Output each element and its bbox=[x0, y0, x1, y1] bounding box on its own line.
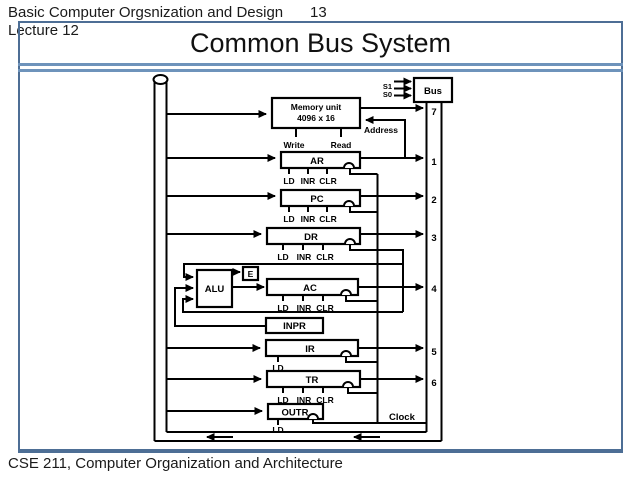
memory-size-label: 4096 x 16 bbox=[297, 113, 335, 123]
memory-address-label: Address bbox=[364, 125, 398, 135]
register-dr-label: DR bbox=[304, 232, 318, 243]
control-label: CLR bbox=[316, 303, 333, 313]
alu-label: ALU bbox=[205, 284, 225, 295]
common-bus-line bbox=[425, 102, 443, 441]
memory-name-label: Memory unit bbox=[291, 102, 342, 112]
left-bus-cap bbox=[152, 74, 169, 85]
control-label: CLR bbox=[319, 214, 336, 224]
slide-title: Common Bus System bbox=[189, 28, 452, 58]
register-ar-label: AR bbox=[310, 156, 324, 167]
e-flag-label: E bbox=[248, 269, 254, 279]
control-label: LD bbox=[272, 425, 283, 435]
bus-point-3: 3 bbox=[431, 233, 436, 244]
clock-label: Clock bbox=[389, 412, 416, 423]
register-pc-label: PC bbox=[310, 194, 323, 205]
title-underline-top bbox=[18, 63, 623, 66]
bus-point-5: 5 bbox=[431, 347, 437, 358]
register-dr-box bbox=[265, 226, 362, 246]
register-ac-box bbox=[265, 277, 360, 297]
control-label: INR bbox=[297, 395, 312, 405]
control-label: INR bbox=[297, 252, 312, 262]
control-label: LD bbox=[272, 363, 283, 373]
alu-feedback-lines bbox=[174, 244, 404, 327]
bus-return-path bbox=[154, 431, 442, 442]
e-flag-box bbox=[241, 265, 260, 282]
register-ir-label: IR bbox=[305, 344, 315, 355]
register-ar-box bbox=[279, 150, 362, 170]
control-label: LD bbox=[277, 303, 288, 313]
bus-select-arrows bbox=[394, 77, 412, 100]
control-label: CLR bbox=[316, 395, 333, 405]
control-label: CLR bbox=[319, 176, 336, 186]
footer-course-label: CSE 211, Computer Organization and Archi… bbox=[8, 455, 343, 472]
register-pc-box bbox=[279, 188, 362, 208]
register-tr-box bbox=[265, 369, 362, 389]
slide-border bbox=[18, 21, 623, 453]
left-bus-line bbox=[153, 80, 168, 441]
select-s0-label: S0 bbox=[383, 90, 392, 99]
unit-output-lines bbox=[358, 104, 424, 383]
bus-box-label: Bus bbox=[424, 86, 442, 97]
control-label: LD bbox=[283, 176, 294, 186]
lecture-number: Lecture 12 bbox=[8, 22, 79, 39]
register-inpr-box bbox=[264, 316, 325, 335]
bus-point-6: 6 bbox=[431, 378, 436, 389]
bus-point-7: 7 bbox=[431, 107, 436, 118]
clock-lines bbox=[312, 168, 427, 424]
register-ir-box bbox=[264, 338, 360, 358]
memory-unit-box bbox=[270, 96, 362, 130]
control-label: LD bbox=[283, 214, 294, 224]
control-label: LD bbox=[277, 252, 288, 262]
control-label: INR bbox=[301, 176, 316, 186]
course-title: Basic Computer Orgsnization and Design bbox=[8, 4, 284, 21]
control-label: INR bbox=[301, 214, 316, 224]
memory-write-label: Write bbox=[283, 140, 304, 150]
control-label: CLR bbox=[316, 252, 333, 262]
bus-point-2: 2 bbox=[431, 195, 436, 206]
memory-address-line bbox=[365, 116, 406, 158]
register-outr-label: OUTR bbox=[282, 408, 309, 419]
register-inpr-label: INPR bbox=[283, 321, 306, 332]
bus-box bbox=[412, 76, 454, 104]
register-ac-label: AC bbox=[303, 283, 317, 294]
control-label: LD bbox=[277, 395, 288, 405]
page-number: 13 bbox=[310, 4, 327, 21]
control-label: INR bbox=[297, 303, 312, 313]
bus-point-4: 4 bbox=[431, 284, 437, 295]
clock-notches bbox=[307, 162, 356, 420]
alu-box bbox=[195, 268, 234, 309]
bus-point-1: 1 bbox=[431, 157, 437, 168]
bus-to-unit-input-lines bbox=[166, 110, 276, 415]
memory-read-label: Read bbox=[331, 140, 352, 150]
title-underline-bottom bbox=[18, 69, 623, 72]
alu-output-lines bbox=[232, 268, 265, 291]
register-tr-label: TR bbox=[306, 375, 319, 386]
select-s1-label: S1 bbox=[383, 82, 392, 91]
